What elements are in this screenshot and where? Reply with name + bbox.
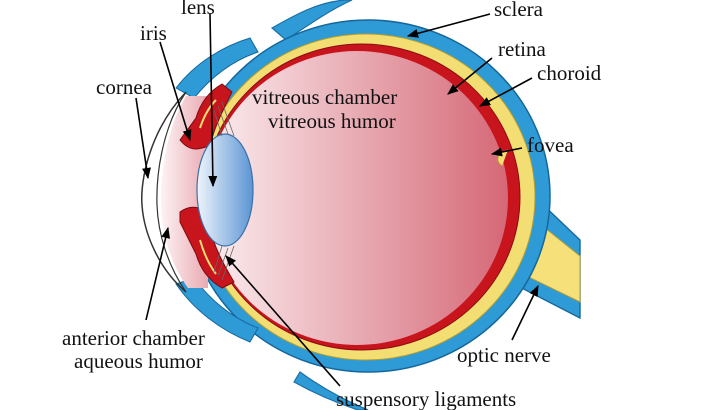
suspensory-ligament-lines — [213, 101, 235, 281]
label-choroid: choroid — [537, 61, 602, 85]
label-iris: iris — [140, 21, 167, 45]
lens — [196, 133, 254, 247]
label-vitreous-humor: vitreous humor — [268, 109, 396, 133]
label-suspensory-ligaments: suspensory ligaments — [336, 387, 516, 410]
label-cornea: cornea — [96, 75, 153, 99]
iris-upper — [179, 83, 233, 150]
upper-muscle — [270, 0, 353, 41]
cornea — [141, 91, 187, 293]
leader-lines — [135, 13, 539, 387]
label-aqueous-humor: aqueous humor — [74, 349, 203, 373]
label-vitreous-chamber: vitreous chamber — [252, 85, 397, 109]
vitreous-body — [206, 51, 508, 345]
label-retina: retina — [498, 37, 546, 61]
label-optic-nerve: optic nerve — [457, 343, 551, 367]
label-anterior-chamber: anterior chamber — [62, 326, 205, 350]
lower-muscle — [293, 371, 369, 410]
label-fovea: fovea — [527, 133, 574, 157]
label-lens: lens — [181, 0, 215, 19]
label-sclera: sclera — [494, 0, 544, 21]
